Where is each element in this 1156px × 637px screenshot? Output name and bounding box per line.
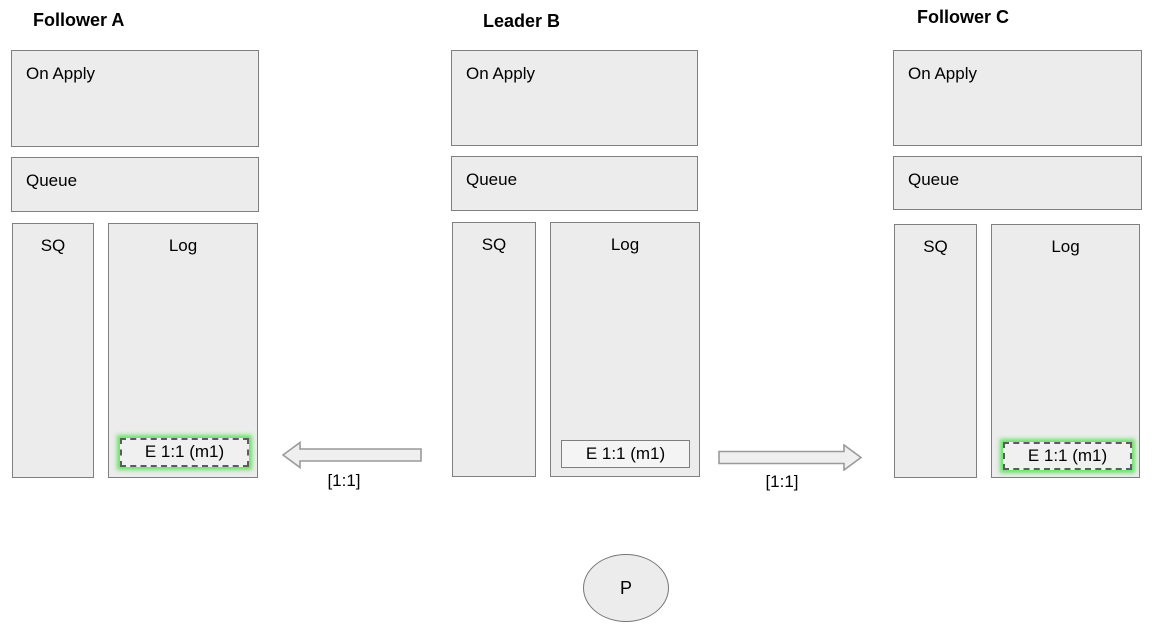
log-entry-follower-a: E 1:1 (m1): [120, 438, 249, 467]
log-box: Log: [991, 224, 1140, 478]
queue-box: Queue: [893, 156, 1142, 210]
queue-label: Queue: [26, 171, 78, 190]
replicate-arrow-right-icon: [718, 444, 862, 471]
sq-label: SQ: [923, 237, 948, 256]
node-leader-b: Leader B On Apply Queue SQ Log E 1:1 (m1…: [451, 0, 700, 500]
on-apply-box: On Apply: [893, 50, 1142, 146]
on-apply-box: On Apply: [451, 50, 698, 146]
sq-box: SQ: [452, 222, 536, 477]
process-node: P: [583, 554, 669, 622]
node-title: Follower C: [917, 7, 1010, 27]
on-apply-label: On Apply: [466, 64, 535, 83]
queue-label: Queue: [908, 170, 960, 189]
node-follower-c: Follower C On Apply Queue SQ Log E 1:1 (…: [893, 0, 1142, 500]
log-label: Log: [610, 235, 640, 254]
arrow-left-label: [1:1]: [327, 471, 361, 490]
process-label: P: [619, 577, 632, 598]
log-entry-leader-b: E 1:1 (m1): [561, 440, 690, 468]
node-title: Follower A: [33, 10, 125, 30]
on-apply-label: On Apply: [26, 64, 95, 83]
log-entry-follower-c: E 1:1 (m1): [1003, 442, 1132, 470]
sq-label: SQ: [40, 236, 66, 255]
sq-box: SQ: [894, 224, 977, 478]
queue-box: Queue: [11, 157, 259, 212]
replicate-arrow-left-icon: [282, 441, 422, 469]
queue-box: Queue: [451, 156, 698, 211]
arrow-right-label: [1:1]: [765, 472, 799, 491]
on-apply-box: On Apply: [11, 50, 259, 147]
sq-box: SQ: [12, 223, 94, 478]
log-label: Log: [168, 236, 198, 255]
sq-label: SQ: [481, 235, 507, 254]
log-box: Log: [550, 222, 700, 477]
queue-label: Queue: [466, 170, 518, 189]
log-label: Log: [1051, 237, 1080, 256]
node-follower-a: Follower A On Apply Queue SQ Log E 1:1 (…: [11, 0, 259, 500]
log-box: Log: [108, 223, 258, 478]
node-title: Leader B: [483, 11, 561, 31]
on-apply-label: On Apply: [908, 64, 977, 83]
